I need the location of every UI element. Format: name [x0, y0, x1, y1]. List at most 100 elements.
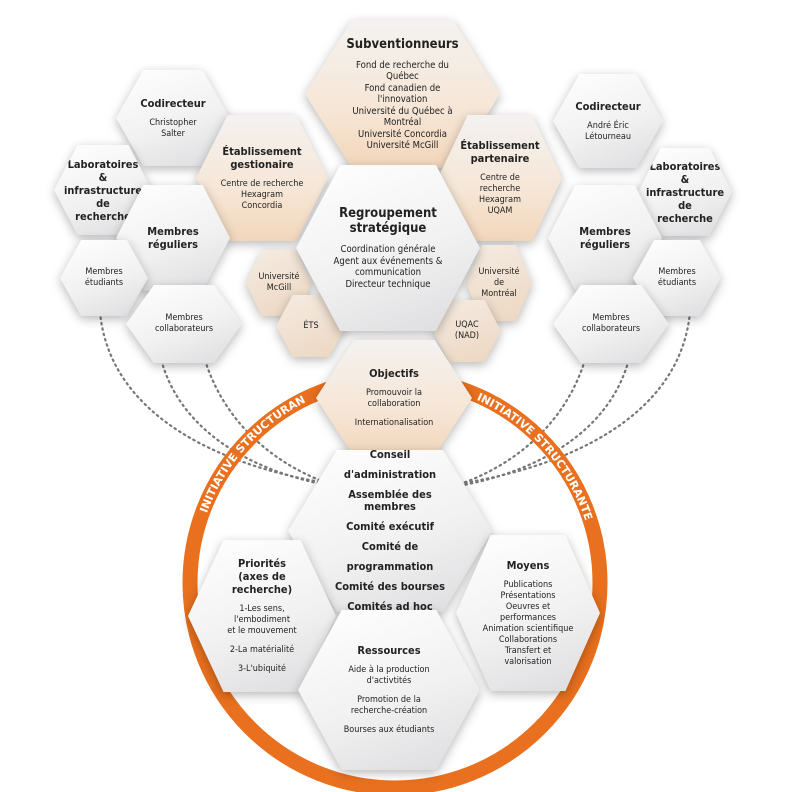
- hex-line: Bourses aux étudiants: [343, 725, 435, 735]
- hex-line: (NAD): [454, 331, 480, 341]
- hex-title: partenaire: [470, 152, 530, 165]
- hex-priorites: Priorités(axes de recherche)1-Les sens, …: [188, 540, 336, 692]
- hex-title: programmation: [346, 560, 434, 573]
- hex-line: Aide à la production: [348, 665, 430, 675]
- hex-title: Regroupement: [339, 206, 437, 221]
- hex-line: de: [493, 277, 505, 288]
- ring-label-right: INITIATIVE STRUCTURANTE: [475, 391, 595, 523]
- hex-body: Priorités(axes de recherche)1-Les sens, …: [188, 540, 336, 692]
- hex-line: Membres: [658, 267, 696, 277]
- hex-line: Létourneau: [585, 131, 631, 142]
- hex-line: Université: [478, 266, 520, 277]
- hex-line: Centre de recherche: [220, 178, 304, 189]
- hex-line: Promouvoir la: [366, 388, 422, 398]
- hex-title: d'administration: [343, 468, 437, 481]
- hex-line: 2-La matérialité: [229, 645, 295, 655]
- hex-line: Christopher Salter: [149, 117, 197, 139]
- hex-line: Fond canadien de l'innovation: [364, 82, 441, 106]
- hex-title: Membres: [147, 225, 199, 238]
- hex-title: Subventionneurs: [346, 36, 459, 52]
- hex-line: collaborateurs: [581, 324, 641, 334]
- hex-line: Membres: [592, 313, 630, 323]
- hex-line: Membres: [165, 313, 203, 323]
- hex-line: Membres: [85, 267, 123, 277]
- hex-line: collaboration: [367, 399, 421, 409]
- hex-line: Publications: [503, 579, 553, 590]
- hex-line: Université Concordia: [358, 128, 447, 140]
- hex-title: Codirecteur: [140, 96, 206, 110]
- hex-line: McGill: [266, 283, 292, 293]
- hex-line: UQAM: [487, 206, 513, 216]
- hex-line: recherche-création: [350, 706, 428, 716]
- hex-line: UQAC: [455, 320, 479, 330]
- hex-title: de recherche: [75, 196, 131, 223]
- hex-title: Moyens: [506, 558, 550, 572]
- hex-line: Animation scientifique: [482, 623, 574, 634]
- hex-line: Présentations: [500, 590, 556, 601]
- hex-line: Centre de recherche: [479, 173, 521, 194]
- hex-line: d'activtités: [366, 676, 412, 686]
- hex-line: Université McGill: [366, 140, 439, 151]
- hex-line: Concordia: [241, 200, 283, 211]
- hex-line: collaborateurs: [154, 324, 214, 334]
- hex-line: communication: [354, 267, 422, 278]
- hex-title: Comité exécutif: [346, 520, 434, 533]
- hex-line: Promotion de la: [357, 695, 421, 705]
- hex-title: Codirecteur: [575, 99, 641, 113]
- hex-title: Laboratoires: [67, 157, 139, 171]
- hex-line: Directeur technique: [345, 278, 431, 290]
- hex-line: Hexagram: [241, 189, 283, 200]
- hex-title: & infrastructure: [63, 170, 143, 197]
- hex-line: Transfert et valorisation: [504, 645, 552, 667]
- hex-line: Hexagram: [479, 195, 521, 205]
- hex-title: Membres: [579, 225, 631, 238]
- hex-line: et le mouvement: [227, 626, 297, 636]
- hex-title: réguliers: [148, 238, 198, 251]
- hex-line: étudiants: [657, 278, 697, 288]
- hex-line: 3-L'ubiquité: [237, 664, 286, 674]
- hex-title: stratégique: [349, 221, 427, 236]
- hex-line: Internationalisation: [354, 418, 434, 428]
- hex-line: Oeuvres et performances: [499, 601, 557, 623]
- hex-title: & infrastructure: [645, 172, 725, 199]
- hex-title: de recherche: [657, 198, 713, 225]
- hex-line: étudiants: [84, 278, 124, 288]
- hex-title: Comité des bourses: [334, 580, 446, 593]
- hex-title: Établissement: [460, 139, 540, 152]
- hex-title: Établissement: [222, 144, 302, 158]
- hex-title: Objectifs: [369, 367, 419, 380]
- hex-line: Fond de recherche du Québec: [356, 59, 449, 83]
- hex-title: Ressources: [357, 644, 421, 657]
- hex-title: Comité de: [361, 540, 419, 553]
- hex-title: Assemblée des membres: [348, 488, 432, 513]
- hex-title: gestionaire: [230, 157, 294, 171]
- hex-title: Conseil: [369, 448, 411, 461]
- hex-line: Montréal: [481, 288, 517, 299]
- hex-line: Coordination générale: [340, 244, 436, 255]
